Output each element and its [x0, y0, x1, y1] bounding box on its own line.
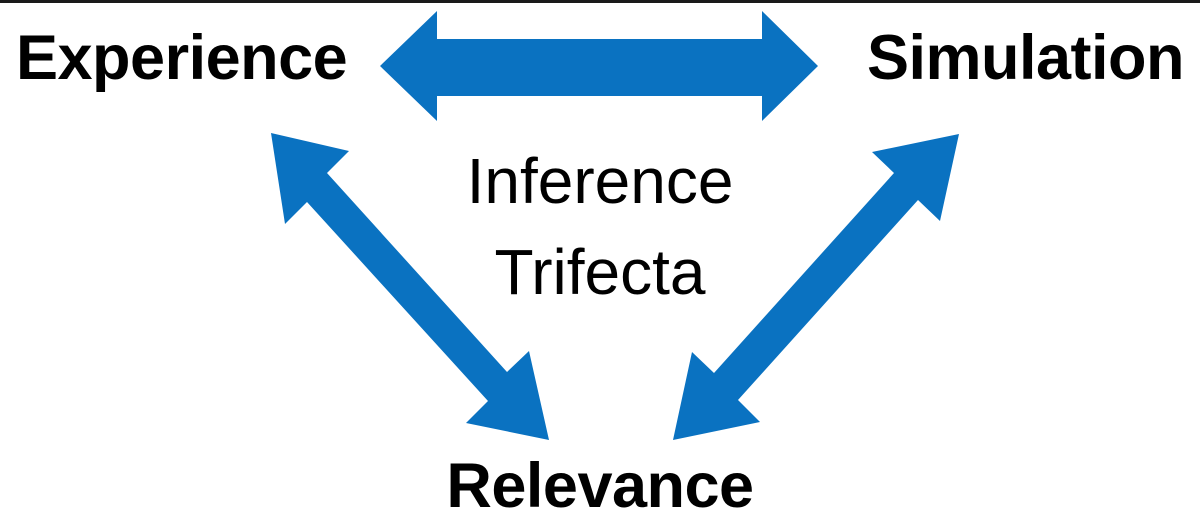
arrow-layer	[271, 11, 959, 440]
arrow-relevance-simulation[interactable]	[673, 134, 959, 440]
node-label-relevance: Relevance	[446, 451, 754, 521]
node-label-experience: Experience	[16, 23, 348, 93]
node-label-simulation: Simulation	[866, 23, 1185, 93]
arrow-experience-relevance[interactable]	[271, 133, 549, 440]
arrow-experience-simulation[interactable]	[380, 11, 818, 121]
